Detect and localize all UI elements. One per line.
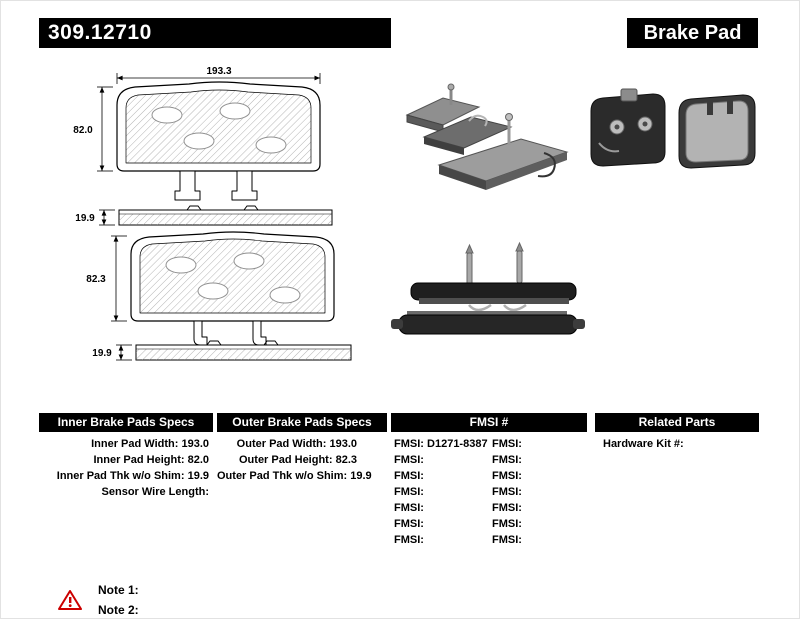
outer-specs-column: Outer Brake Pads Specs Outer Pad Width: … xyxy=(217,413,387,548)
fmsi-header: FMSI # xyxy=(391,413,587,432)
dim-inner-thickness-label: 19.9 xyxy=(75,213,95,224)
specs-table: Inner Brake Pads Specs Inner Pad Width: … xyxy=(39,413,759,548)
dim-inner-width-label: 193.3 xyxy=(206,66,231,77)
spec-row-outer-height: Outer Pad Height: 82.3 xyxy=(239,454,357,466)
drawing-outer-pad-front-view: 82.3 xyxy=(86,231,335,346)
fmsi-row: FMSI: xyxy=(492,454,522,466)
fmsi-row: FMSI: xyxy=(492,502,522,514)
logo-stamp xyxy=(233,252,265,270)
logo-stamp xyxy=(269,286,301,304)
diagram-canvas: 193.3 82.0 xyxy=(73,66,756,361)
photo-pads-face xyxy=(590,88,756,169)
header-gap xyxy=(391,18,627,48)
spec-row-inner-width: Inner Pad Width: 193.0 xyxy=(91,438,209,450)
logo-stamp xyxy=(151,106,183,124)
fmsi-row: FMSI: xyxy=(394,470,424,482)
note-lines: Note 1: Note 2: xyxy=(98,580,139,618)
fmsi-row: FMSI: xyxy=(394,534,424,546)
dim-outer-thickness-label: 19.9 xyxy=(92,348,112,359)
spec-row-sensor-wire: Sensor Wire Length: xyxy=(101,486,209,498)
fmsi-row: FMSI: D1271-8387 xyxy=(394,438,488,450)
logo-stamp xyxy=(197,282,229,300)
note-2: Note 2: xyxy=(98,603,139,617)
spec-row-outer-thk: Outer Pad Thk w/o Shim: 19.9 xyxy=(217,470,372,482)
fmsi-row: FMSI: xyxy=(492,470,522,482)
header: 309.12710 Brake Pad xyxy=(39,18,758,48)
logo-stamp xyxy=(183,132,215,150)
fmsi-column: FMSI # FMSI: D1271-8387 FMSI: FMSI: FMSI… xyxy=(391,413,587,548)
note-1: Note 1: xyxy=(98,583,139,597)
part-number: 309.12710 xyxy=(48,21,152,44)
fmsi-row: FMSI: xyxy=(492,438,522,450)
logo-stamp xyxy=(219,102,251,120)
dim-outer-height-label: 82.3 xyxy=(86,274,106,285)
spec-row-hardware-kit: Hardware Kit #: xyxy=(603,438,684,450)
fmsi-left-column: FMSI: D1271-8387 FMSI: FMSI: FMSI: FMSI:… xyxy=(391,436,489,548)
related-parts-header: Related Parts xyxy=(595,413,759,432)
photo-pads-angled xyxy=(405,83,569,190)
diagram-area: 193.3 82.0 xyxy=(39,53,759,405)
fmsi-row: FMSI: xyxy=(394,486,424,498)
spec-row-inner-thk: Inner Pad Thk w/o Shim: 19.9 xyxy=(56,470,209,482)
inner-specs-header: Inner Brake Pads Specs xyxy=(39,413,213,432)
logo-stamp xyxy=(165,256,197,274)
outer-specs-header: Outer Brake Pads Specs xyxy=(217,413,387,432)
spec-row-outer-width: Outer Pad Width: 193.0 xyxy=(236,438,357,450)
inner-specs-column: Inner Brake Pads Specs Inner Pad Width: … xyxy=(39,413,213,548)
dim-inner-height-label: 82.0 xyxy=(73,125,93,136)
fmsi-row: FMSI: xyxy=(394,454,424,466)
spec-row-inner-height: Inner Pad Height: 82.0 xyxy=(93,454,209,466)
drawing-inner-pad-front-view: 193.3 82.0 xyxy=(73,66,321,201)
drawing-inner-pad-side-view: 19.9 xyxy=(75,205,333,226)
fmsi-row: FMSI: xyxy=(492,486,522,498)
logo-stamp xyxy=(255,136,287,154)
fmsi-row: FMSI: xyxy=(492,518,522,530)
related-parts-column: Related Parts Hardware Kit #: xyxy=(595,413,759,548)
drawing-outer-pad-side-view: 19.9 xyxy=(92,340,352,361)
fmsi-row: FMSI: xyxy=(492,534,522,546)
fmsi-row: FMSI: xyxy=(394,518,424,530)
fmsi-right-column: FMSI: FMSI: FMSI: FMSI: FMSI: FMSI: FMSI… xyxy=(489,436,587,548)
product-name-bar: Brake Pad xyxy=(627,18,758,48)
notes-section: Note 1: Note 2: xyxy=(58,580,139,618)
product-name: Brake Pad xyxy=(643,21,742,44)
part-number-bar: 309.12710 xyxy=(39,18,391,48)
photo-pads-stacked xyxy=(391,241,585,335)
fmsi-row: FMSI: xyxy=(394,502,424,514)
warning-icon xyxy=(58,590,82,610)
